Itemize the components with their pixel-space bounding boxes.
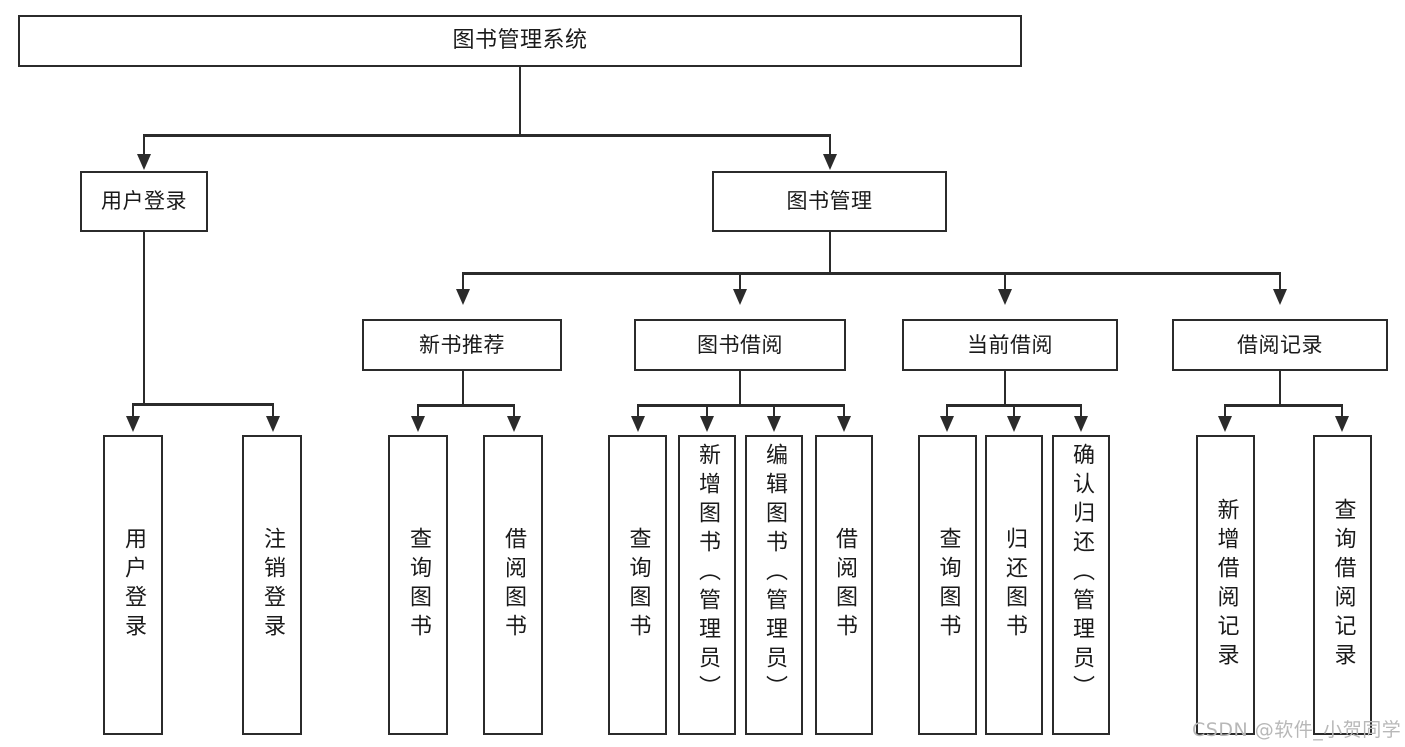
arrowhead-br-query-record xyxy=(1335,416,1349,432)
leaf-label: 借阅图书 xyxy=(501,527,526,643)
arrowhead-bb-edit-book xyxy=(767,416,781,432)
arrowhead-nbr-borrow-book xyxy=(507,416,521,432)
node-label: 图书管理系统 xyxy=(452,28,588,54)
arrowhead-current-borrow xyxy=(998,289,1012,305)
arrowhead-cb-query-book xyxy=(940,416,954,432)
node-book-management[interactable]: 图书管理 xyxy=(712,171,947,232)
leaf-logout[interactable]: 注销登录 xyxy=(242,435,302,735)
connector-cb-stem xyxy=(1004,371,1006,405)
arrowhead-cb-confirm-return xyxy=(1074,416,1088,432)
node-label: 当前借阅 xyxy=(967,332,1053,357)
node-new-book-recommend[interactable]: 新书推荐 xyxy=(362,319,562,371)
connector-bb-to-leaf-3 xyxy=(773,404,775,418)
connector-bb-bus xyxy=(637,404,844,407)
leaf-label: 归还图书 xyxy=(1002,527,1027,643)
connector-root-bus xyxy=(143,134,830,137)
connector-bm-to-current xyxy=(1004,272,1006,292)
arrowhead-book-manage xyxy=(823,154,837,170)
leaf-label: 注销登录 xyxy=(260,527,285,643)
node-label: 图书管理 xyxy=(786,189,873,214)
arrowhead-nbr-query-book xyxy=(411,416,425,432)
connector-root-to-book-manage xyxy=(829,134,831,158)
leaf-bb-edit-book[interactable]: 编辑图书（管理员） xyxy=(745,435,803,735)
leaf-label: 新增图书（管理员） xyxy=(695,443,720,704)
leaf-label: 确认归还（管理员） xyxy=(1069,443,1094,704)
leaf-cb-confirm-return[interactable]: 确认归还（管理员） xyxy=(1052,435,1110,735)
leaf-bb-query-book[interactable]: 查询图书 xyxy=(608,435,667,735)
node-label: 新书推荐 xyxy=(419,332,505,357)
connector-user-login-stem xyxy=(143,232,145,404)
node-root-system[interactable]: 图书管理系统 xyxy=(18,15,1022,67)
connector-user-login-to-leaf-2 xyxy=(272,403,274,419)
arrowhead-book-borrow xyxy=(733,289,747,305)
connector-bm-to-new-book xyxy=(462,272,464,292)
connector-bm-to-record xyxy=(1279,272,1281,292)
leaf-label: 编辑图书（管理员） xyxy=(762,443,787,704)
connector-cb-to-leaf-1 xyxy=(946,404,948,418)
leaf-br-query-record[interactable]: 查询借阅记录 xyxy=(1313,435,1372,735)
connector-br-to-leaf-1 xyxy=(1224,404,1226,418)
leaf-user-login[interactable]: 用户登录 xyxy=(103,435,163,735)
node-label: 用户登录 xyxy=(101,189,187,214)
node-user-login[interactable]: 用户登录 xyxy=(80,171,208,232)
connector-bm-to-borrow xyxy=(739,272,741,292)
arrowhead-new-book-recommend xyxy=(456,289,470,305)
leaf-nbr-query-book[interactable]: 查询图书 xyxy=(388,435,448,735)
watermark-text: CSDN @软件_小贺同学 xyxy=(1192,719,1402,741)
node-label: 借阅记录 xyxy=(1237,332,1323,357)
arrowhead-borrow-record xyxy=(1273,289,1287,305)
connector-cb-to-leaf-2 xyxy=(1013,404,1015,418)
leaf-label: 借阅图书 xyxy=(832,527,857,643)
arrowhead-bb-borrow-book xyxy=(837,416,851,432)
connector-user-login-to-leaf-1 xyxy=(132,403,134,419)
node-borrow-record[interactable]: 借阅记录 xyxy=(1172,319,1388,371)
leaf-bb-borrow-book[interactable]: 借阅图书 xyxy=(815,435,873,735)
leaf-bb-add-book[interactable]: 新增图书（管理员） xyxy=(678,435,736,735)
connector-user-login-bus xyxy=(132,403,274,406)
connector-nbr-to-leaf-1 xyxy=(417,404,419,418)
connector-book-manage-stem xyxy=(829,232,831,274)
connector-nbr-stem xyxy=(462,371,464,405)
arrowhead-leaf-logout xyxy=(266,416,280,432)
leaf-label: 新增借阅记录 xyxy=(1213,498,1239,672)
leaf-label: 查询图书 xyxy=(935,527,961,643)
node-current-borrow[interactable]: 当前借阅 xyxy=(902,319,1118,371)
leaf-cb-query-book[interactable]: 查询图书 xyxy=(918,435,977,735)
leaf-nbr-borrow-book[interactable]: 借阅图书 xyxy=(483,435,543,735)
arrowhead-bb-add-book xyxy=(700,416,714,432)
arrowhead-cb-return-book xyxy=(1007,416,1021,432)
arrowhead-bb-query-book xyxy=(631,416,645,432)
connector-root-to-user-login xyxy=(143,134,145,158)
connector-br-stem xyxy=(1279,371,1281,405)
connector-bb-to-leaf-4 xyxy=(843,404,845,418)
connector-root-stem xyxy=(519,67,521,135)
leaf-label: 查询借阅记录 xyxy=(1330,498,1356,672)
arrowhead-user-login xyxy=(137,154,151,170)
connector-bb-to-leaf-1 xyxy=(637,404,639,418)
connector-bb-to-leaf-2 xyxy=(706,404,708,418)
leaf-br-add-record[interactable]: 新增借阅记录 xyxy=(1196,435,1255,735)
connector-br-bus xyxy=(1224,404,1343,407)
leaf-label: 查询图书 xyxy=(625,527,651,643)
connector-cb-to-leaf-3 xyxy=(1080,404,1082,418)
connector-bb-stem xyxy=(739,371,741,405)
leaf-cb-return-book[interactable]: 归还图书 xyxy=(985,435,1043,735)
leaf-label: 用户登录 xyxy=(121,527,146,643)
connector-br-to-leaf-2 xyxy=(1341,404,1343,418)
node-label: 图书借阅 xyxy=(697,332,783,357)
leaf-label: 查询图书 xyxy=(406,527,431,643)
arrowhead-br-add-record xyxy=(1218,416,1232,432)
connector-nbr-to-leaf-2 xyxy=(513,404,515,418)
node-book-borrow[interactable]: 图书借阅 xyxy=(634,319,846,371)
connector-book-manage-bus xyxy=(462,272,1281,275)
connector-nbr-bus xyxy=(417,404,515,407)
arrowhead-leaf-user-login xyxy=(126,416,140,432)
